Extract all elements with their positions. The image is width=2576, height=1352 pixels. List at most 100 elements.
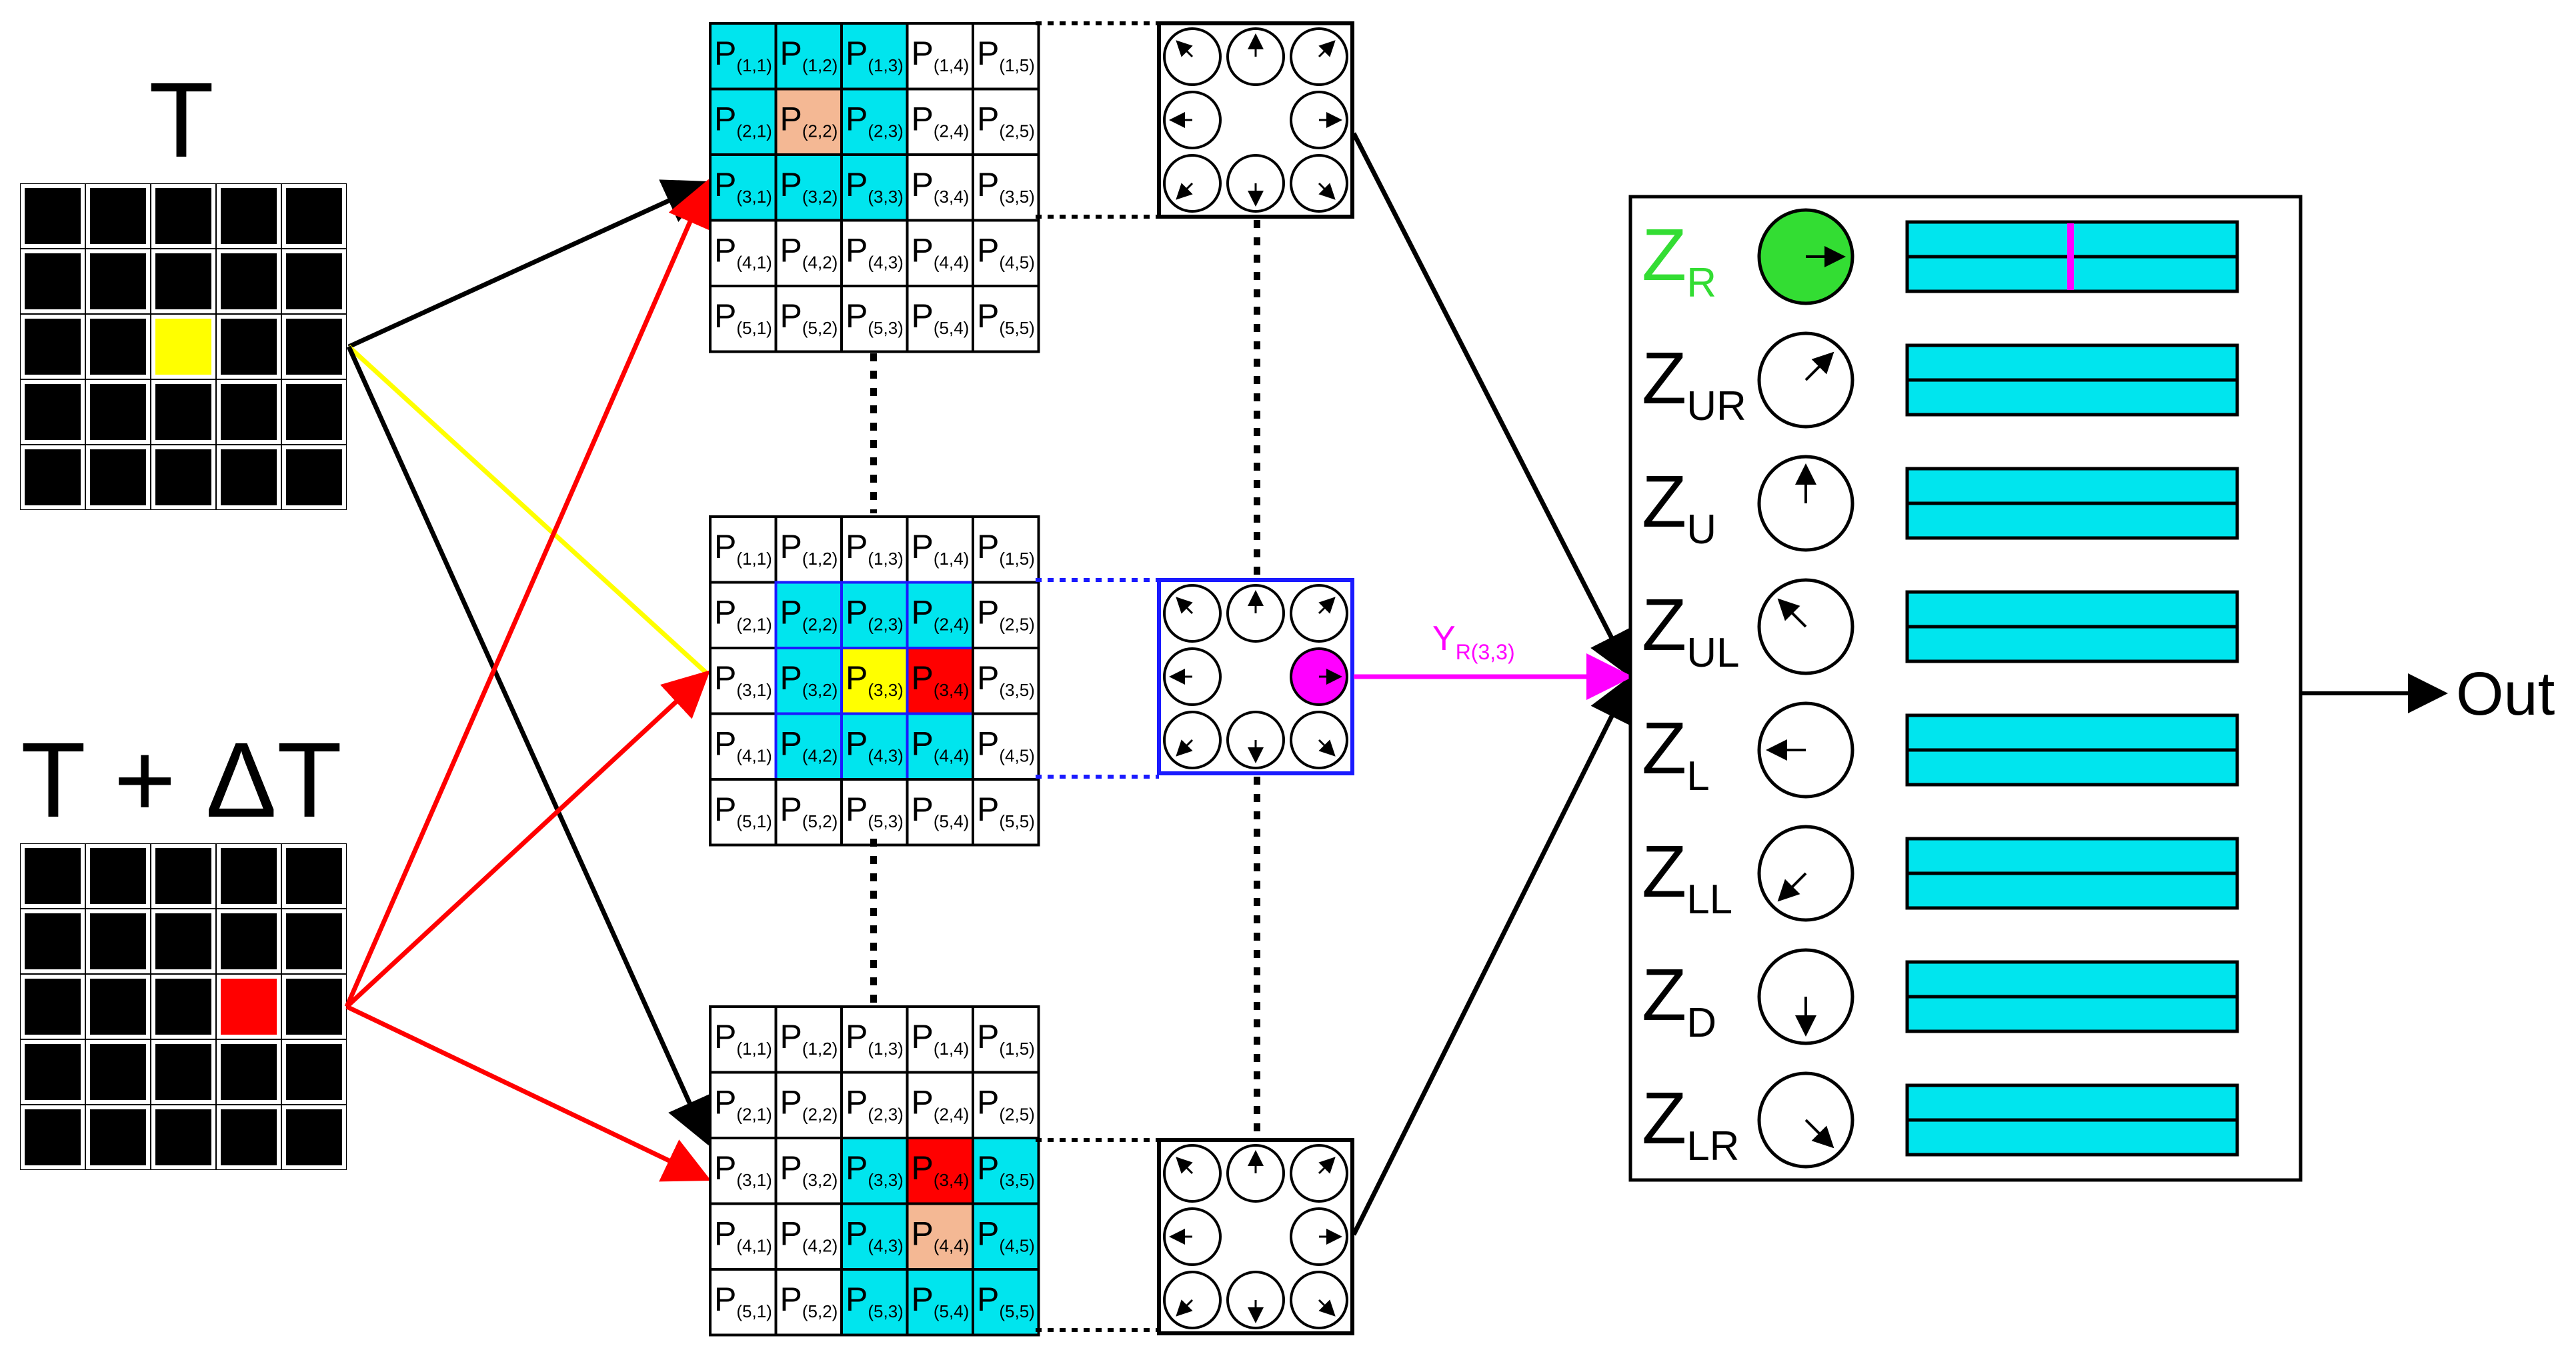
p-cell-label: P(3,4) — [912, 166, 970, 207]
input-grid-cell — [217, 844, 281, 908]
input-grid-cell — [21, 975, 85, 1039]
z-unit-letter: Z — [1642, 584, 1686, 666]
p-cell: P(2,3) — [840, 87, 909, 156]
direction-unit-right — [1290, 1207, 1348, 1266]
p-cell-label: P(3,3) — [846, 1149, 904, 1190]
input-grid-cell — [86, 184, 150, 248]
input-grid-cell — [21, 380, 85, 444]
p-cell-subscript: (1,5) — [999, 55, 1034, 75]
input-grid-cell — [217, 445, 281, 509]
p-cell-box — [906, 87, 974, 156]
p-cell-letter: P — [714, 528, 736, 565]
p-cell-subscript: (4,3) — [868, 1236, 903, 1256]
p-cell: P(2,4) — [906, 581, 974, 649]
p-cell-box — [972, 1202, 1040, 1271]
p-cell-letter: P — [912, 232, 934, 269]
p-cell-letter: P — [780, 1084, 802, 1121]
p-cell-label: P(2,5) — [977, 1084, 1035, 1125]
p-cell-label: P(4,4) — [912, 1215, 970, 1256]
p-cell: P(4,1) — [709, 219, 778, 287]
p-cell-label: P(3,1) — [714, 659, 772, 700]
p-cell: P(1,4) — [906, 1005, 974, 1074]
input-label-t: T — [149, 60, 214, 179]
p-cell-label: P(5,5) — [977, 297, 1035, 338]
p-cell-subscript: (2,4) — [934, 1105, 969, 1125]
p-cell-letter: P — [780, 1281, 802, 1318]
p-cell-subscript: (1,3) — [868, 549, 903, 569]
p-cell-letter: P — [714, 35, 736, 72]
z-unit-ur: ZUR — [1642, 331, 2239, 429]
p-cell-subscript: (5,3) — [868, 811, 903, 831]
z-unit-subscript: U — [1686, 507, 1716, 553]
p-cell-subscript: (1,2) — [802, 549, 838, 569]
receptive-field-grids: P(1,1)P(1,2)P(1,3)P(1,4)P(1,5)P(2,1)P(2,… — [709, 22, 1040, 1337]
z-unit-d: ZD — [1642, 948, 2239, 1046]
p-cell-subscript: (1,2) — [802, 1039, 838, 1059]
p-cell-letter: P — [714, 101, 736, 138]
p-cell-label: P(4,5) — [977, 1215, 1035, 1256]
p-cell-letter: P — [780, 659, 802, 697]
p-cell-box — [972, 219, 1040, 287]
p-cell-subscript: (1,2) — [802, 55, 838, 75]
direction-unit-down — [1226, 1271, 1285, 1329]
input-grid-cell — [217, 1105, 281, 1169]
p-cell-label: P(2,3) — [846, 101, 904, 141]
direction-unit-down-left — [1163, 1271, 1222, 1329]
input-grid-cell — [151, 844, 215, 908]
p-cell: P(3,2) — [774, 1137, 843, 1205]
p-cell: P(1,5) — [972, 1005, 1040, 1074]
input-grid-cell — [282, 184, 346, 248]
p-cell: P(3,4) — [906, 153, 974, 222]
p-cell-label: P(1,1) — [714, 528, 772, 569]
p-cell-label: P(5,1) — [714, 1281, 772, 1321]
p-cell-box — [972, 285, 1040, 353]
p-cell-subscript: (4,1) — [736, 253, 772, 273]
direction-unit-left — [1163, 91, 1222, 149]
p-cell-subscript: (4,5) — [999, 746, 1034, 766]
z-unit-letter: Z — [1642, 954, 1686, 1036]
p-cell-label: P(1,3) — [846, 1018, 904, 1059]
p-cell-letter: P — [977, 297, 999, 335]
direction-detector-boxes — [1157, 21, 1354, 1335]
connection-dt-to-top-grid — [344, 179, 712, 1008]
p-cell-box — [906, 285, 974, 353]
p-cell-subscript: (2,2) — [802, 121, 838, 141]
direction-unit-down-right — [1290, 711, 1348, 769]
p-cell-subscript: (5,5) — [999, 1301, 1034, 1321]
p-cell-letter: P — [714, 1281, 736, 1318]
p-cell-letter: P — [780, 1018, 802, 1055]
p-cell-label: P(1,3) — [846, 528, 904, 569]
p-cell-letter: P — [846, 1018, 868, 1055]
p-cell-letter: P — [912, 1149, 934, 1187]
p-cell-letter: P — [912, 594, 934, 631]
p-cell-label: P(2,3) — [846, 1084, 904, 1125]
p-cell-box — [774, 22, 843, 91]
input-grid-cell — [282, 844, 346, 908]
p-cell: P(1,5) — [972, 515, 1040, 584]
p-cell-subscript: (1,3) — [868, 1039, 903, 1059]
p-cell-label: P(2,2) — [780, 101, 838, 141]
p-cell-letter: P — [912, 1281, 934, 1318]
p-cell-label: P(3,1) — [714, 1149, 772, 1190]
p-cell-box — [906, 1005, 974, 1074]
z-unit-subscript: UR — [1686, 383, 1746, 429]
p-cell-subscript: (1,4) — [934, 1039, 969, 1059]
p-cell: P(3,3) — [840, 153, 909, 222]
p-cell-label: P(3,4) — [912, 659, 970, 700]
p-cell-box — [709, 712, 778, 781]
p-cell-letter: P — [977, 35, 999, 72]
input-grid-cell — [86, 445, 150, 509]
p-cell-subscript: (5,2) — [802, 318, 838, 338]
grid-bottom: P(1,1)P(1,2)P(1,3)P(1,4)P(1,5)P(2,1)P(2,… — [709, 1005, 1040, 1337]
p-cell-subscript: (2,1) — [736, 1105, 772, 1125]
direction-unit-down — [1226, 711, 1285, 769]
p-cell-subscript: (2,5) — [999, 1105, 1034, 1125]
direction-unit-down-right — [1290, 154, 1348, 213]
p-cell-label: P(3,5) — [977, 1149, 1035, 1190]
p-cell-label: P(5,4) — [912, 1281, 970, 1321]
p-cell-box — [972, 515, 1040, 584]
p-cell-label: P(2,5) — [977, 594, 1035, 635]
p-cell-letter: P — [977, 166, 999, 203]
p-cell-label: P(2,3) — [846, 594, 904, 635]
input-grid-cell — [151, 184, 215, 248]
